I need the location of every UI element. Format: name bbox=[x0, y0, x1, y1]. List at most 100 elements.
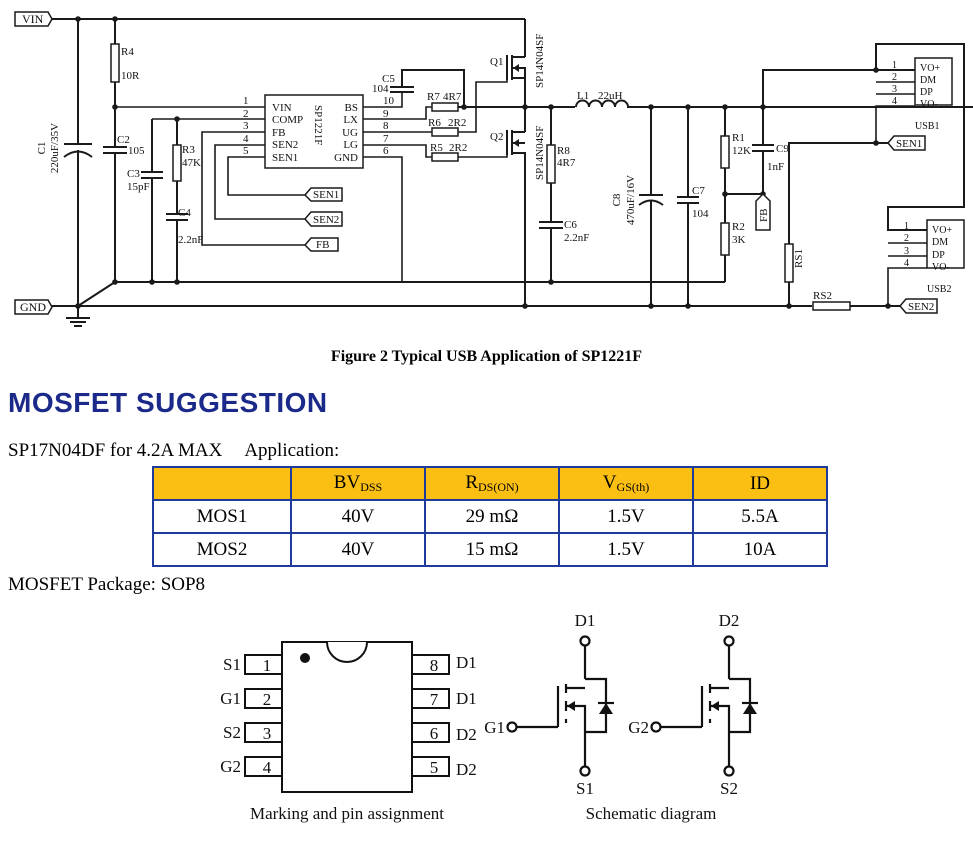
svg-text:1: 1 bbox=[263, 656, 272, 675]
svg-text:BS: BS bbox=[345, 102, 358, 114]
rs2-resistor: RS2 bbox=[812, 290, 851, 311]
svg-text:G1: G1 bbox=[220, 689, 241, 708]
svg-text:Q2: Q2 bbox=[490, 131, 503, 143]
r7-resistor: R7 4R7 bbox=[427, 91, 462, 112]
l1-inductor: L1 22uH bbox=[575, 90, 629, 110]
svg-text:COMP: COMP bbox=[272, 114, 303, 126]
table-cell: 5.5A bbox=[692, 499, 828, 534]
svg-text:D1: D1 bbox=[575, 611, 596, 630]
c1-capacitor: C1 220uF/35V bbox=[36, 19, 93, 306]
package-drawings: 1 2 3 4 S1 G1 S2 G2 8 7 6 5 D1 D1 D2 D2 … bbox=[220, 611, 758, 823]
svg-text:3: 3 bbox=[243, 120, 249, 132]
svg-text:G1: G1 bbox=[484, 718, 505, 737]
svg-text:SEN2: SEN2 bbox=[313, 214, 339, 226]
svg-text:SP1221F: SP1221F bbox=[312, 105, 324, 145]
svg-text:5: 5 bbox=[430, 758, 439, 777]
svg-text:1: 1 bbox=[904, 221, 909, 232]
svg-text:S1: S1 bbox=[576, 779, 594, 798]
q1-mosfet: Q1 SP14N04SF bbox=[490, 19, 546, 107]
svg-text:2: 2 bbox=[263, 690, 272, 709]
svg-text:VO+: VO+ bbox=[932, 225, 952, 236]
mosfet2-symbol bbox=[650, 635, 758, 777]
section-title: MOSFET SUGGESTION bbox=[8, 387, 328, 418]
svg-text:R6: R6 bbox=[428, 117, 441, 129]
mosfet2-labels: D2 G2 S2 bbox=[628, 611, 739, 798]
svg-text:9: 9 bbox=[383, 108, 389, 120]
svg-text:R3: R3 bbox=[182, 144, 195, 156]
svg-text:C3: C3 bbox=[127, 168, 140, 180]
r5-resistor: R5 2R2 bbox=[430, 142, 467, 162]
svg-text:7: 7 bbox=[383, 133, 389, 145]
svg-text:D2: D2 bbox=[456, 725, 477, 744]
svg-text:SP14N04SF: SP14N04SF bbox=[534, 126, 546, 180]
table-cell: 1.5V bbox=[558, 499, 694, 534]
sen2-net-label-right: SEN2 bbox=[899, 298, 938, 314]
svg-text:8: 8 bbox=[383, 120, 389, 132]
svg-text:1nF: 1nF bbox=[767, 161, 784, 173]
svg-text:FB: FB bbox=[316, 239, 329, 251]
table-cell: 29 mΩ bbox=[424, 499, 560, 534]
svg-text:3K: 3K bbox=[732, 234, 746, 246]
r4-resistor: R4 10R bbox=[110, 19, 140, 107]
svg-text:Q1: Q1 bbox=[490, 56, 503, 68]
table-cell: 1.5V bbox=[558, 532, 694, 567]
svg-text:4R7: 4R7 bbox=[443, 91, 462, 103]
sop8-package: 1 2 3 4 S1 G1 S2 G2 8 7 6 5 D1 D1 D2 D2 … bbox=[220, 641, 477, 823]
svg-text:VO-: VO- bbox=[932, 262, 950, 273]
table-row: MOS2 40V 15 mΩ 1.5V 10A bbox=[152, 532, 828, 567]
svg-text:SP14N04SF: SP14N04SF bbox=[534, 34, 546, 88]
svg-text:4: 4 bbox=[243, 133, 249, 145]
application-prefix: SP17N04DF for 4.2A MAX bbox=[8, 440, 223, 461]
q2-mosfet: Q2 SP14N04SF bbox=[490, 107, 546, 306]
svg-text:GND: GND bbox=[20, 300, 46, 314]
svg-text:1: 1 bbox=[892, 60, 897, 71]
table-cell: MOS1 bbox=[152, 499, 292, 534]
svg-text:15pF: 15pF bbox=[127, 181, 150, 193]
svg-text:2: 2 bbox=[243, 108, 249, 120]
svg-text:D2: D2 bbox=[456, 760, 477, 779]
svg-text:104: 104 bbox=[372, 83, 389, 95]
svg-text:R4: R4 bbox=[121, 46, 134, 58]
table-header-bvdss: BVDSS bbox=[290, 466, 426, 501]
svg-text:DP: DP bbox=[932, 250, 945, 261]
svg-text:VIN: VIN bbox=[272, 102, 292, 114]
c8-capacitor: C8 470uF/16V bbox=[611, 107, 664, 306]
table-cell: MOS2 bbox=[152, 532, 292, 567]
svg-text:10R: 10R bbox=[121, 70, 140, 82]
svg-text:470uF/16V: 470uF/16V bbox=[625, 175, 637, 225]
svg-text:4: 4 bbox=[892, 96, 897, 107]
table-header-vgsth: VGS(th) bbox=[558, 466, 694, 501]
svg-text:5: 5 bbox=[243, 145, 249, 157]
svg-text:R2: R2 bbox=[732, 221, 745, 233]
svg-text:47K: 47K bbox=[182, 157, 201, 169]
usb2-connector: 1 2 3 4 VO+ DM DP VO- USB2 bbox=[887, 219, 965, 306]
svg-text:C6: C6 bbox=[564, 219, 577, 231]
svg-text:UG: UG bbox=[342, 127, 358, 139]
table-header-row: BVDSS RDS(ON) VGS(th) ID bbox=[152, 466, 828, 501]
svg-text:FB: FB bbox=[272, 127, 285, 139]
svg-text:3: 3 bbox=[892, 84, 897, 95]
svg-text:2.2nF: 2.2nF bbox=[564, 232, 589, 244]
svg-text:R8: R8 bbox=[557, 145, 570, 157]
svg-text:SEN2: SEN2 bbox=[908, 301, 934, 313]
svg-text:SEN1: SEN1 bbox=[313, 189, 339, 201]
svg-text:G2: G2 bbox=[628, 718, 649, 737]
svg-text:RS2: RS2 bbox=[813, 290, 832, 302]
r1-resistor: R1 12K bbox=[720, 107, 751, 223]
svg-text:2: 2 bbox=[904, 233, 909, 244]
svg-text:10: 10 bbox=[383, 95, 395, 107]
mosfet-table: BVDSS RDS(ON) VGS(th) ID MOS1 40V 29 mΩ … bbox=[152, 466, 828, 567]
svg-text:2.2nF: 2.2nF bbox=[178, 234, 203, 246]
svg-text:4R7: 4R7 bbox=[557, 157, 576, 169]
c4-capacitor: C4 2.2nF bbox=[178, 207, 203, 246]
svg-text:22uH: 22uH bbox=[598, 90, 623, 102]
svg-text:R1: R1 bbox=[732, 132, 745, 144]
usb1-connector: 1 2 3 4 VO+ DM DP VO- USB1 bbox=[875, 57, 953, 143]
svg-text:7: 7 bbox=[430, 690, 439, 709]
svg-text:3: 3 bbox=[263, 724, 272, 743]
svg-text:8: 8 bbox=[430, 656, 439, 675]
mosfet1-labels: D1 G1 S1 bbox=[484, 611, 595, 798]
svg-text:LG: LG bbox=[343, 139, 358, 151]
svg-text:104: 104 bbox=[692, 208, 709, 220]
r2-resistor: R2 3K bbox=[720, 221, 746, 282]
